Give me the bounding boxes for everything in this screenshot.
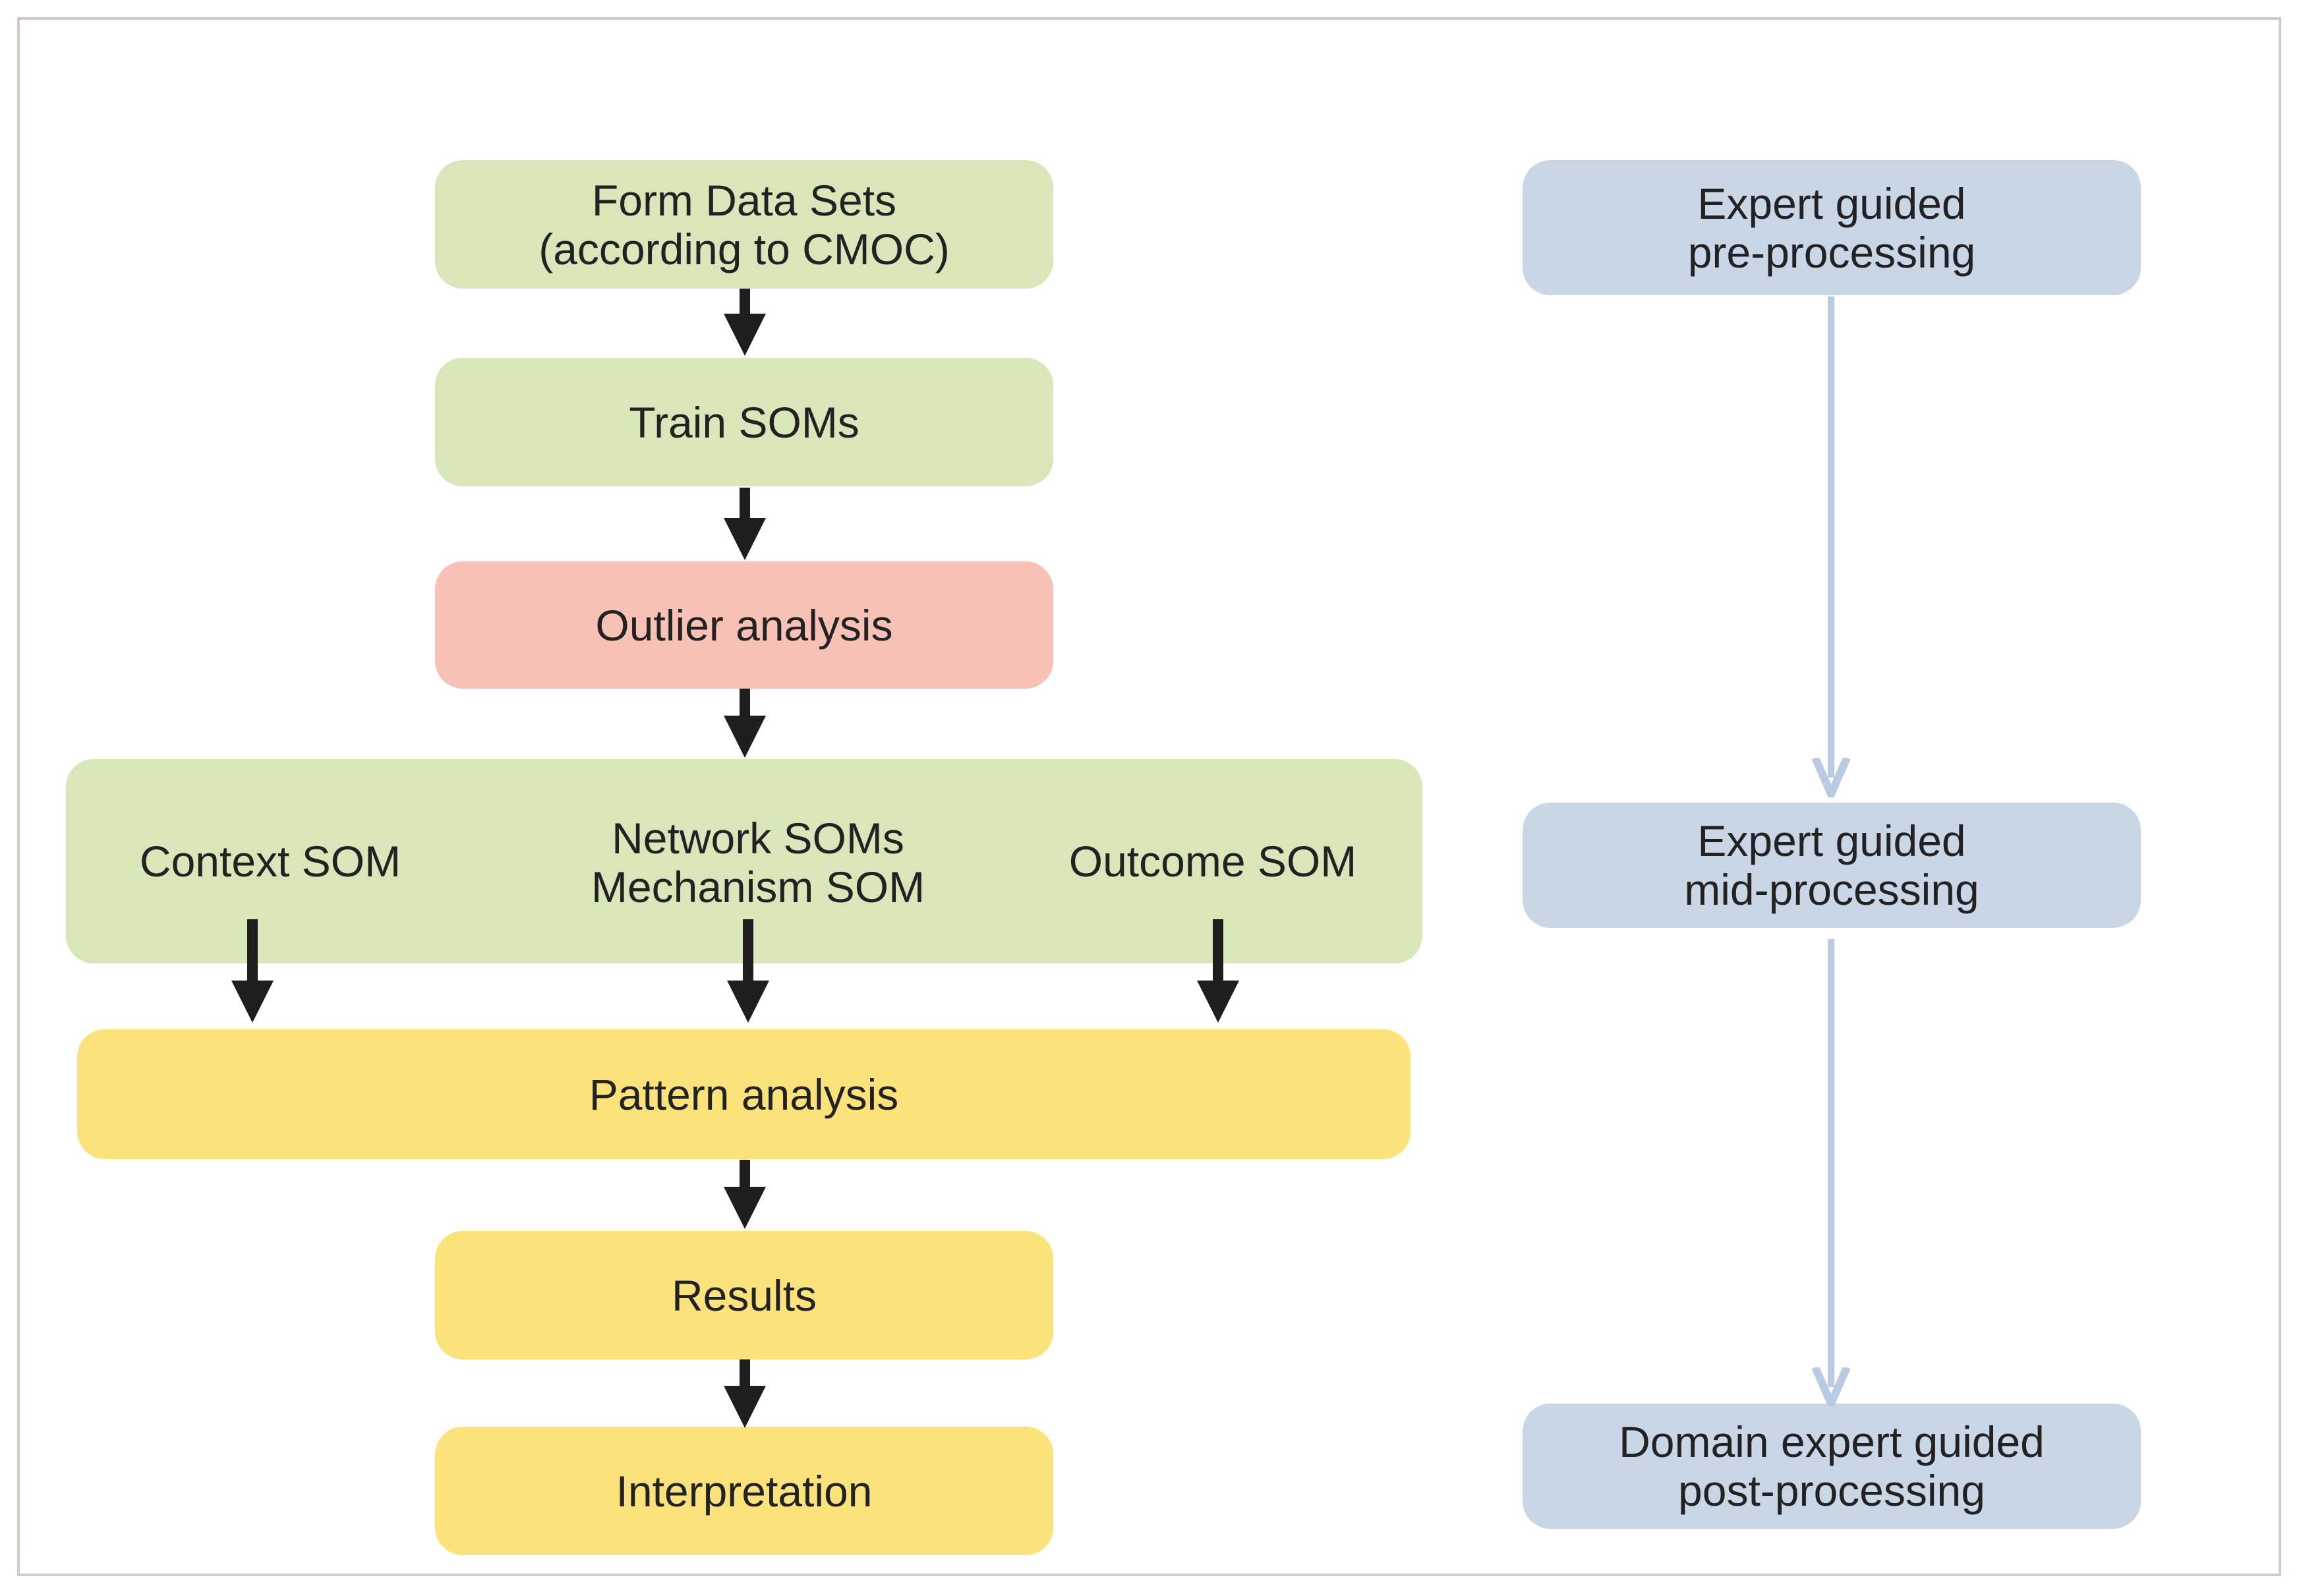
diagram-frame <box>17 17 2281 1576</box>
form-data-sets-line1: Form Data Sets <box>591 175 897 225</box>
outlier-analysis-box: Outlier analysis <box>435 561 1053 689</box>
network-mechanism-som-label: Network SOMs Mechanism SOM <box>540 814 976 911</box>
network-soms-text: Network SOMs <box>612 814 904 863</box>
interpretation-label: Interpretation <box>616 1466 873 1516</box>
form-data-sets-line2: (according to CMOC) <box>539 224 950 273</box>
mechanism-som-text: Mechanism SOM <box>591 863 925 911</box>
pre-processing-line2: pre-processing <box>1687 227 1976 277</box>
outlier-analysis-label: Outlier analysis <box>595 600 893 650</box>
pattern-analysis-label: Pattern analysis <box>589 1069 899 1119</box>
results-label: Results <box>671 1270 817 1320</box>
train-soms-box: Train SOMs <box>435 358 1053 486</box>
mid-processing-line1: Expert guided <box>1697 816 1966 865</box>
post-processing-line1: Domain expert guided <box>1619 1417 2045 1466</box>
form-data-sets-box: Form Data Sets (according to CMOC) <box>435 160 1053 289</box>
interpretation-box: Interpretation <box>435 1427 1053 1555</box>
mid-processing-box: Expert guided mid-processing <box>1523 803 2141 928</box>
post-processing-line2: post-processing <box>1678 1466 1985 1515</box>
mid-processing-line2: mid-processing <box>1684 865 1979 914</box>
pre-processing-line1: Expert guided <box>1697 179 1966 228</box>
outcome-som-label: Outcome SOM <box>1035 837 1391 886</box>
pattern-analysis-box: Pattern analysis <box>77 1029 1411 1159</box>
results-box: Results <box>435 1231 1053 1359</box>
pre-processing-box: Expert guided pre-processing <box>1523 160 2141 295</box>
context-som-text: Context SOM <box>139 837 401 886</box>
context-som-label: Context SOM <box>99 837 442 886</box>
train-soms-label: Train SOMs <box>629 397 859 447</box>
outcome-som-text: Outcome SOM <box>1068 837 1357 886</box>
post-processing-box: Domain expert guided post-processing <box>1523 1404 2141 1529</box>
